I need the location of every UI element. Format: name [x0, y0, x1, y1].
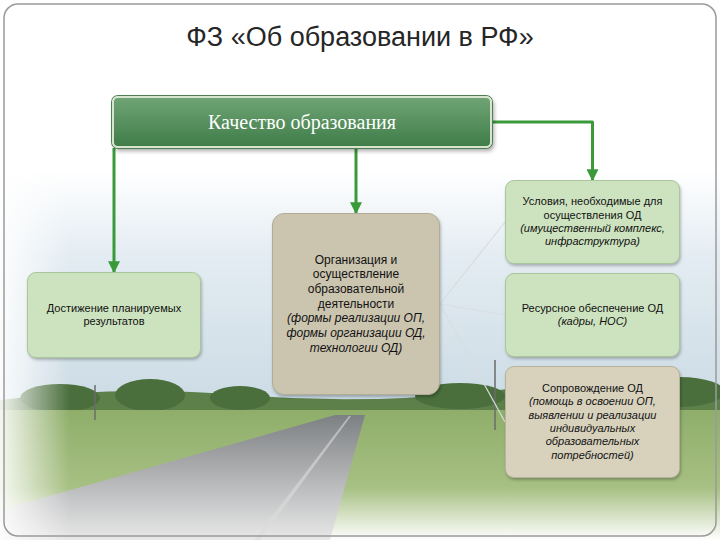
process-box: Ресурсное обеспечение ОД(кадры, НОС)	[505, 273, 680, 357]
arrow-connector	[113, 148, 116, 272]
box-label: Организация и осуществление образователь…	[281, 253, 431, 312]
box-note: (формы реализации ОП, формы организации …	[281, 311, 431, 355]
header-box: Качество образования	[112, 96, 492, 148]
process-box: Условия, необходимые для осуществления О…	[505, 180, 680, 264]
arrow-connector	[355, 148, 358, 213]
process-box: Достижение планируемых результатов	[27, 272, 201, 358]
leader-line	[440, 304, 505, 315]
process-box: Организация и осуществление образователь…	[272, 213, 440, 395]
box-label: Сопровождение ОД	[542, 382, 643, 395]
slide-title: ФЗ «Об образовании в РФ»	[0, 22, 720, 53]
box-label: Достижение планируемых результатов	[36, 302, 192, 329]
box-label: Ресурсное обеспечение ОД	[522, 302, 663, 315]
box-note: (имущественный комплекс, инфраструктура)	[514, 222, 671, 249]
leader-line	[440, 222, 505, 304]
box-label: Качество образования	[208, 110, 396, 134]
box-note: (кадры, НОС)	[558, 315, 628, 328]
leader-line	[440, 304, 505, 422]
box-note: (помощь в освоении ОП, выявлении и реали…	[514, 395, 671, 462]
arrow-connector	[492, 122, 593, 180]
box-label: Условия, необходимые для осуществления О…	[514, 195, 671, 222]
process-box: Сопровождение ОД(помощь в освоении ОП, в…	[505, 366, 680, 478]
